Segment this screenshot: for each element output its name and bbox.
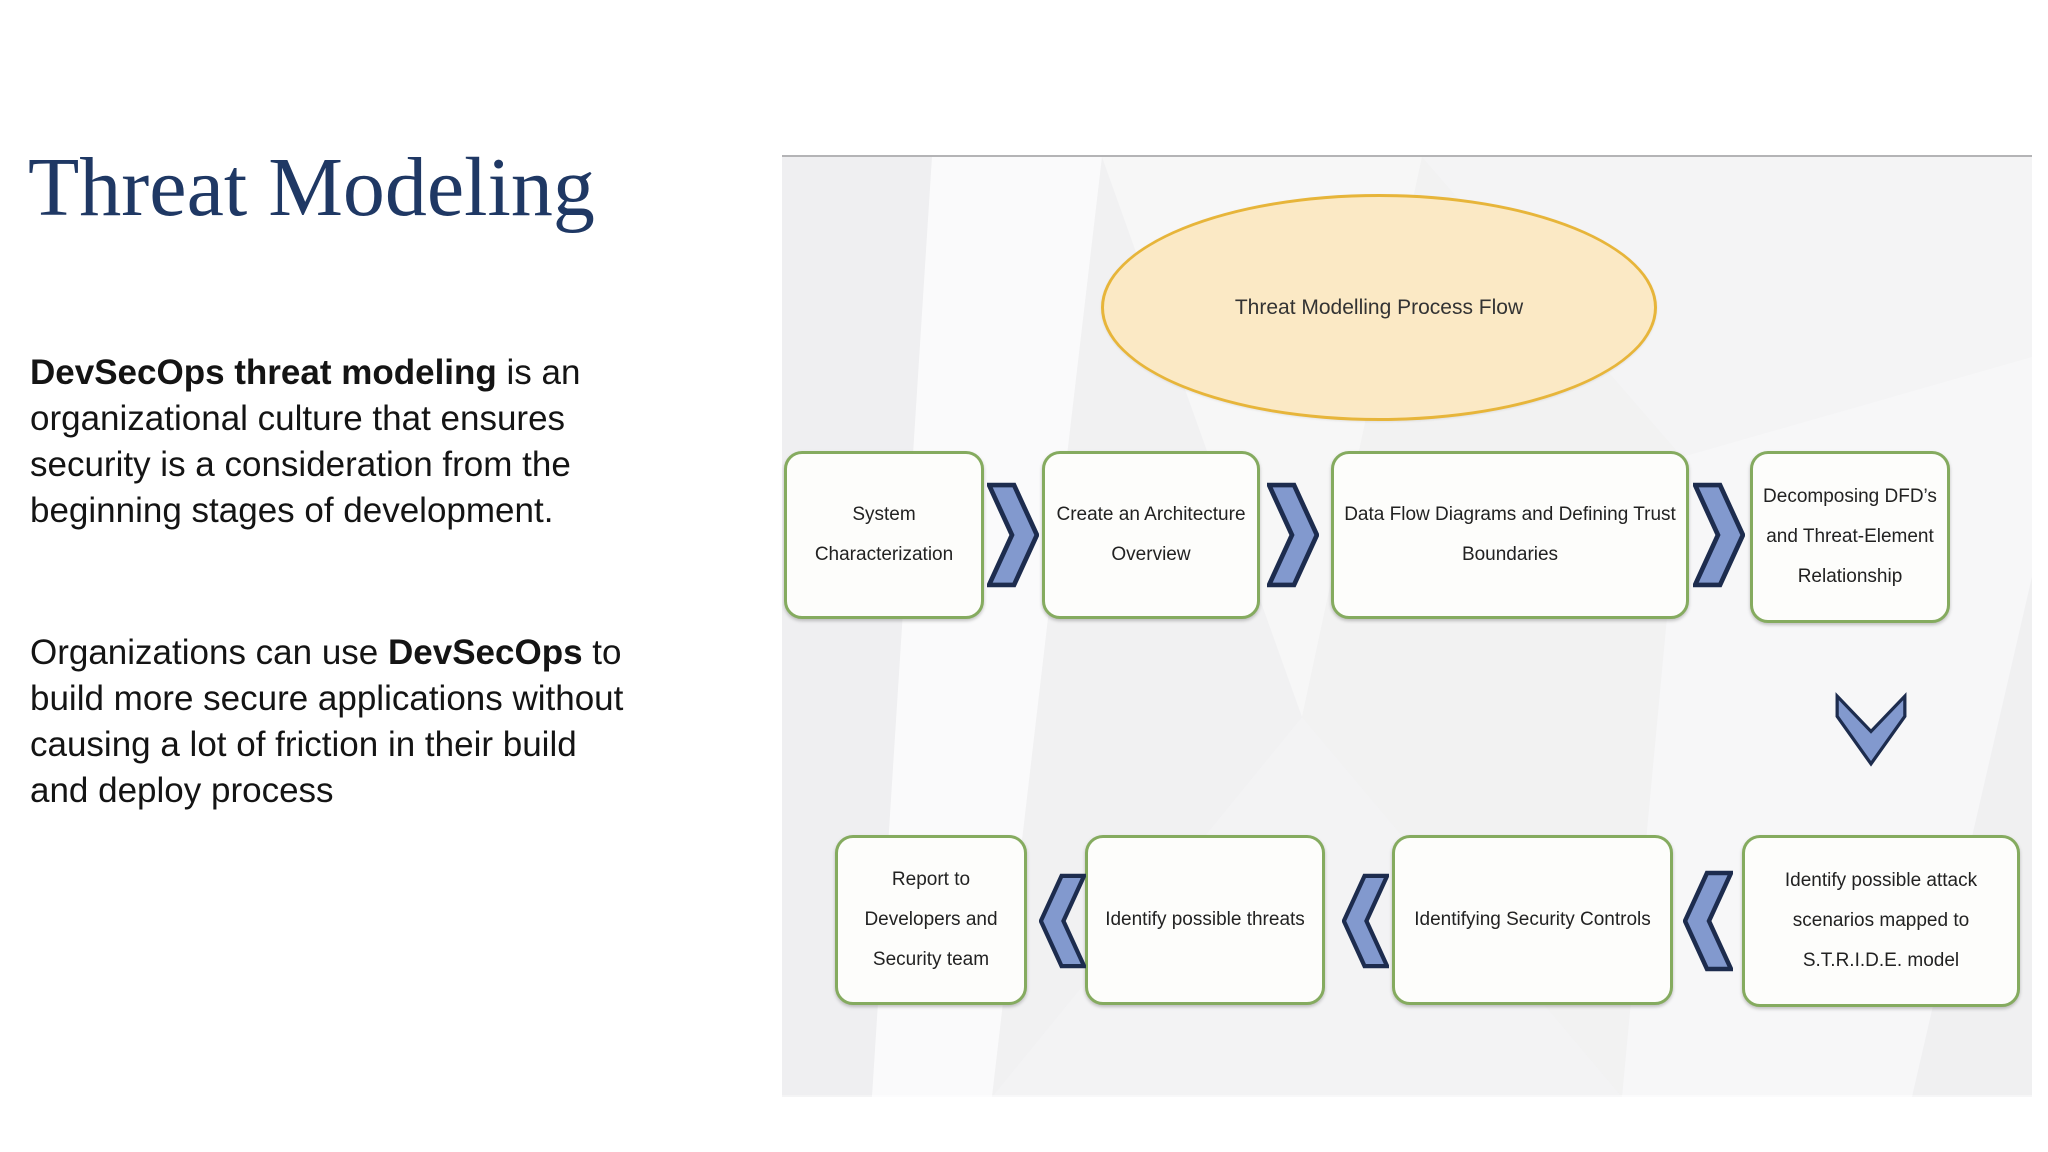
step-label: Identify possible threats [1105,909,1305,931]
step-system-characterization: System Characterization [784,451,984,619]
plain-text: Organizations can use [30,633,388,672]
chevron-right-icon [1267,482,1319,588]
paragraph-organizations-use: Organizations can use DevSecOps to build… [30,630,623,814]
step-attack-scenarios-stride: Identify possible attack scenarios mappe… [1742,835,2020,1007]
paragraph-line: causing a lot of friction in their build [30,725,577,764]
page-title: Threat Modeling [28,141,595,234]
step-label: Identify possible attack scenarios mappe… [1784,870,1978,971]
plain-text: is an [496,353,581,392]
step-label: Create an Architecture Overview [1056,504,1246,565]
chevron-left-icon [1342,873,1389,969]
chevron-right-icon [987,482,1039,588]
paragraph-devsecops-definition: DevSecOps threat modeling is an organiza… [30,350,580,534]
step-label: System Characterization [814,504,954,565]
paragraph-line: and deploy process [30,771,334,810]
step-label: Data Flow Diagrams and Defining Trust Bo… [1344,504,1676,565]
bold-text: DevSecOps threat modeling [30,353,497,392]
ellipse-label: Threat Modelling Process Flow [1234,295,1524,319]
process-flow-ellipse: Threat Modelling Process Flow [1101,194,1657,421]
step-architecture-overview: Create an Architecture Overview [1042,451,1260,619]
step-label: Report to Developers and Security team [864,869,998,970]
step-security-controls: Identifying Security Controls [1392,835,1673,1005]
chevron-left-icon [1039,873,1086,969]
paragraph-line: DevSecOps threat modeling is an [30,350,580,396]
paragraph-line: security is a consideration from the [30,445,571,484]
step-report-to-teams: Report to Developers and Security team [835,835,1027,1005]
paragraph-line: beginning stages of development. [30,491,554,530]
step-label: Identifying Security Controls [1414,909,1651,931]
bold-text: DevSecOps [387,633,583,672]
step-decomposing-dfd: Decomposing DFD’s and Threat-Element Rel… [1750,451,1950,623]
diagram-panel: Threat Modelling Process Flow System Cha… [782,155,2032,1097]
step-identify-threats: Identify possible threats [1085,835,1325,1005]
chevron-down-icon [1835,692,1907,767]
chevron-left-icon [1683,870,1733,972]
paragraph-line: build more secure applications without [30,679,624,718]
paragraph-line: Organizations can use DevSecOps to [30,630,623,676]
plain-text: to [582,633,622,672]
step-label: Decomposing DFD’s and Threat-Element Rel… [1763,486,1937,587]
chevron-right-icon [1693,482,1745,588]
step-data-flow-diagrams: Data Flow Diagrams and Defining Trust Bo… [1331,451,1689,619]
paragraph-line: organizational culture that ensures [30,399,566,438]
